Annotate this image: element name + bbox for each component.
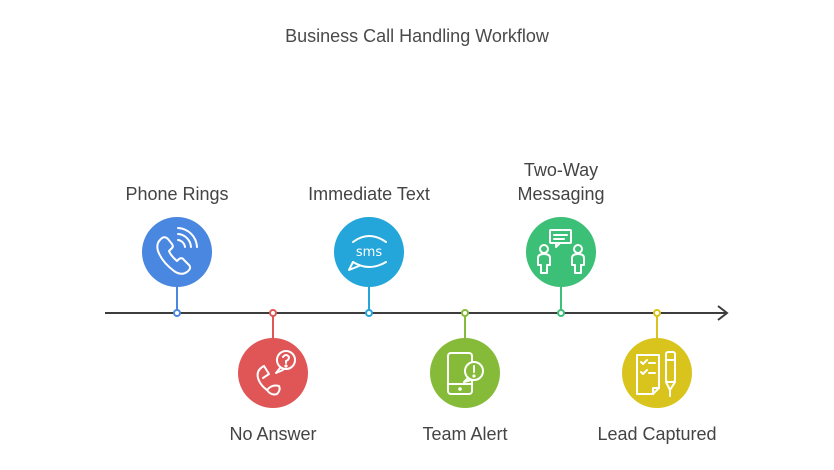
- step-marker: [557, 309, 565, 317]
- step-badge: [622, 338, 692, 408]
- mobile-alert-icon: [447, 352, 484, 395]
- step-marker: [365, 309, 373, 317]
- phone-question-icon: [256, 350, 296, 396]
- step-label-two-way-line2: Messaging: [517, 184, 605, 204]
- step-label-immediate-text: Immediate Text: [308, 184, 430, 204]
- step-marker: [653, 309, 661, 317]
- phone-ringing-icon: [156, 227, 198, 275]
- step-marker: [173, 309, 181, 317]
- step-lead-captured: [622, 309, 692, 408]
- step-badge: [238, 338, 308, 408]
- timeline-arrowhead: [717, 305, 729, 321]
- step-badge: [142, 217, 212, 287]
- step-marker: [269, 309, 277, 317]
- step-label-lead-captured: Lead Captured: [597, 424, 717, 444]
- step-two-way-messaging: [526, 217, 596, 317]
- svg-text:sms: sms: [356, 245, 382, 260]
- step-badge: [526, 217, 596, 287]
- step-label-phone-rings: Phone Rings: [125, 184, 229, 204]
- step-label-no-answer: No Answer: [229, 424, 317, 444]
- step-immediate-text: sms: [334, 217, 404, 317]
- step-label-two-way-line1: Two-Way: [523, 160, 599, 180]
- sms-icon: sms: [348, 235, 387, 271]
- step-team-alert: [430, 309, 500, 408]
- step-marker: [461, 309, 469, 317]
- two-people-chat-icon: [537, 229, 585, 274]
- step-phone-rings: [142, 217, 212, 317]
- diagram-title: Business Call Handling Workflow: [285, 26, 549, 46]
- step-no-answer: [238, 309, 308, 408]
- step-label-team-alert: Team Alert: [422, 424, 508, 444]
- checklist-pen-icon: [636, 351, 676, 397]
